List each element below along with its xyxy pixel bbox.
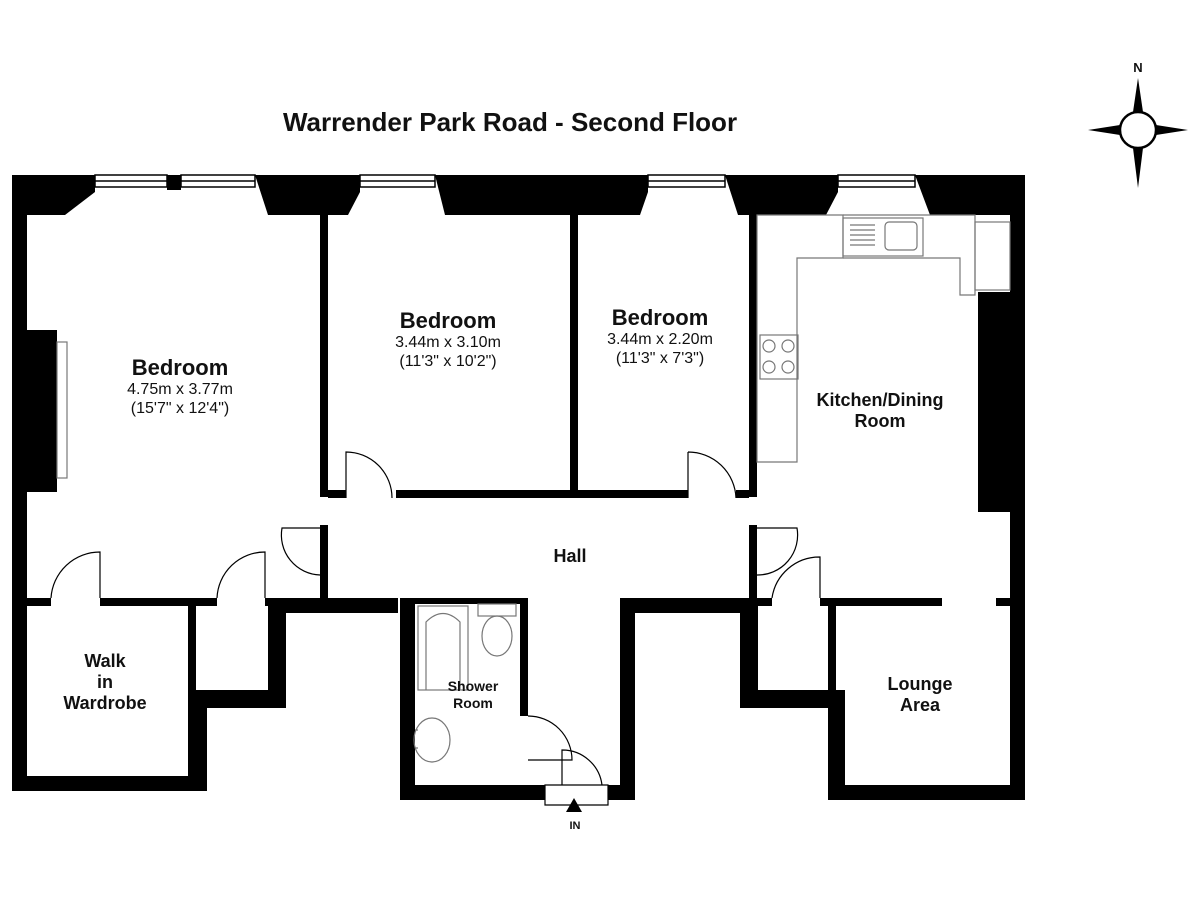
- room-dim-metric: 3.44m x 3.10m: [395, 334, 501, 351]
- room-dim-imperial: (11'3" x 10'2"): [399, 353, 497, 370]
- room-label-bedroom3: Bedroom 3.44m x 2.20m (11'3" x 7'3"): [550, 305, 770, 368]
- wall-bed2-bed3: [570, 215, 578, 497]
- room-dim-metric: 4.75m x 3.77m: [127, 381, 233, 398]
- lounge-line2: Area: [899, 695, 941, 715]
- wall-bed3-kitchen-low: [749, 525, 757, 598]
- top-wall-pier-1: [167, 175, 181, 190]
- hall-top-wall-a: [328, 490, 346, 498]
- hall-top-wall-b: [396, 490, 688, 498]
- shower-tray: [417, 605, 469, 691]
- plan-title: Warrender Park Road - Second Floor: [282, 107, 738, 137]
- shower-left-wall: [400, 598, 415, 800]
- wardrobe-line1: Walk: [84, 651, 126, 671]
- door-bedroom3: [687, 451, 737, 499]
- lounge-bottom-wall: [828, 785, 1025, 800]
- windows: [94, 174, 916, 188]
- chimney-breast-left: [27, 330, 57, 492]
- bed1-bottom-wall-b: [100, 598, 217, 606]
- lounge-left-wall: [828, 690, 845, 800]
- room-name: Bedroom: [399, 308, 497, 333]
- lounge-right-wall: [1010, 598, 1025, 800]
- door-kitchen: [756, 527, 799, 576]
- cupboard-right-wall: [268, 600, 286, 708]
- room-label-shower: Shower Room: [428, 678, 518, 712]
- top-wall-segment-2: [255, 175, 360, 215]
- wall-kitchen-cupboard: [828, 598, 836, 693]
- entry-arrow: [566, 798, 582, 812]
- shower-line2: Room: [453, 695, 493, 711]
- room-name-line2: Room: [854, 411, 906, 431]
- room-dim-imperial: (15'7" x 12'4"): [130, 400, 230, 417]
- hob: [759, 334, 799, 380]
- door-shower: [527, 715, 573, 761]
- wardrobe-bottom-wall: [12, 776, 207, 791]
- door-entry: [561, 749, 603, 786]
- room-label-kitchen: Kitchen/Dining Room: [790, 390, 970, 432]
- entry-step: [544, 784, 609, 806]
- room-label-bedroom2: Bedroom 3.44m x 3.10m (11'3" x 10'2"): [338, 308, 558, 371]
- fridge: [974, 221, 1011, 291]
- door-bedroom2: [345, 451, 393, 499]
- outer-walls: [12, 175, 1025, 800]
- left-wall: [12, 175, 27, 790]
- lounge-left-wall-upper: [740, 598, 758, 698]
- lounge-step-wall: [740, 690, 845, 708]
- top-wall-segment-4: [725, 175, 838, 215]
- room-label-wardrobe: Walk in Wardrobe: [40, 651, 170, 714]
- door-wardrobe: [50, 551, 101, 599]
- room-name: Bedroom: [131, 355, 229, 380]
- hall-right-wall-low: [620, 598, 635, 800]
- sink-bowl: [884, 221, 918, 251]
- kitchen-sink: [842, 217, 924, 257]
- cupboard-bottom-wall: [188, 690, 286, 708]
- kitchen-bottom-wall-a: [757, 598, 772, 606]
- room-name-line1: Kitchen/Dining: [816, 390, 944, 410]
- hall-right-step: [620, 598, 750, 613]
- wardrobe-line3: Wardrobe: [63, 693, 147, 713]
- compass-rose: [1088, 78, 1188, 188]
- shower-bottom-wall: [400, 785, 545, 800]
- top-wall-segment-3: [435, 175, 648, 215]
- wall-bed1-bed2-low: [320, 525, 328, 598]
- wall-bed3-kitchen: [749, 215, 757, 497]
- wall-bed1-bed2: [320, 215, 328, 497]
- toilet-cistern: [477, 603, 517, 617]
- entry-label: IN: [569, 820, 581, 832]
- kitchen-worktop-right: [843, 214, 976, 296]
- bed1-bottom-wall-c: [265, 598, 320, 606]
- room-name: Bedroom: [611, 305, 709, 330]
- room-label-hall: Hall: [553, 546, 587, 566]
- kitchen-bottom-wall-c: [996, 598, 1010, 606]
- door-bedroom1: [280, 527, 321, 576]
- shower-top-wall: [415, 598, 520, 604]
- fixtures: [56, 214, 1011, 763]
- wardrobe-line2: in: [97, 672, 113, 692]
- room-dim-imperial: (11'3" x 7'3"): [615, 350, 705, 367]
- room-dim-metric: 3.44m x 2.20m: [607, 331, 713, 348]
- interior-walls: [27, 215, 1010, 716]
- lounge-line1: Lounge: [887, 674, 953, 694]
- door-lounge-cupboard: [771, 556, 821, 599]
- toilet-bowl: [481, 615, 513, 657]
- top-wall-right: [915, 175, 1025, 602]
- door-cupboard: [216, 551, 266, 599]
- doors: [50, 451, 821, 806]
- compass-north-label: N: [1133, 60, 1143, 75]
- wardrobe-right-wall: [188, 693, 207, 791]
- wall-wardrobe-cupboard: [188, 598, 196, 693]
- room-label-bedroom1: Bedroom 4.75m x 3.77m (15'7" x 12'4"): [70, 355, 290, 418]
- basin: [413, 717, 451, 763]
- shower-line1: Shower: [447, 678, 499, 694]
- kitchen-chimney: [978, 292, 1010, 512]
- kitchen-bottom-wall-b: [820, 598, 942, 606]
- bed1-bottom-wall-a: [27, 598, 51, 606]
- hall-top-wall-c: [736, 490, 749, 498]
- room-label-lounge: Lounge Area: [865, 674, 975, 716]
- fireplace-surround: [56, 341, 68, 479]
- shower-right-wall: [520, 598, 528, 716]
- top-wall-left: [12, 175, 95, 215]
